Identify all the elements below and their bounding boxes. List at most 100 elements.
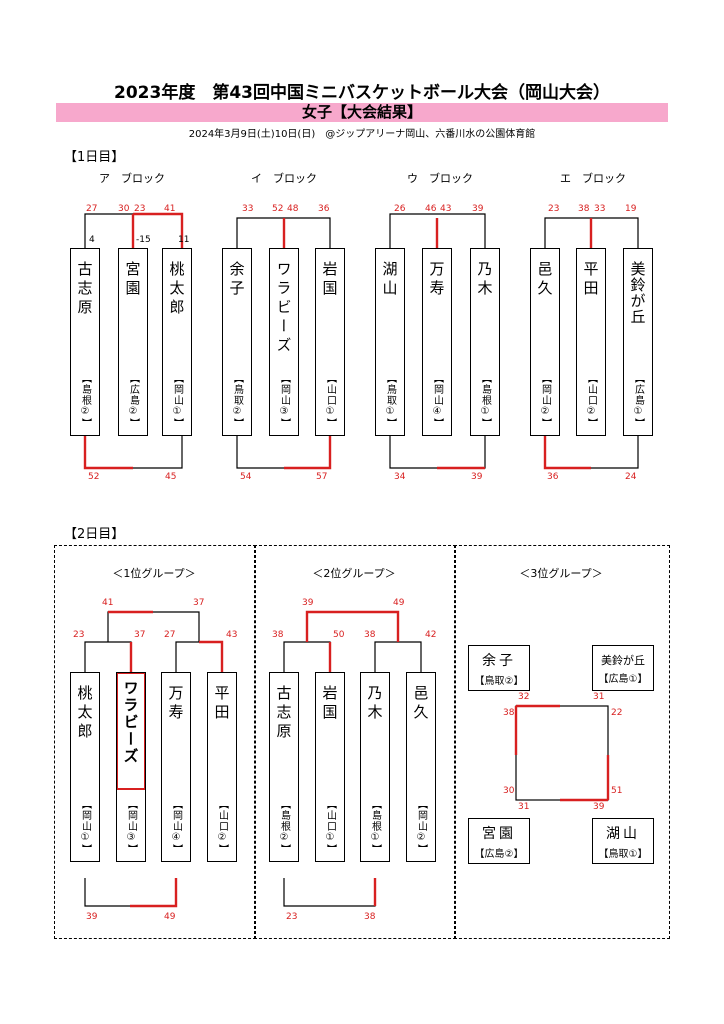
team-name: 乃木 [475, 261, 494, 299]
team-box: 邑久 【岡山②】 [406, 672, 436, 862]
score: 30 [503, 786, 515, 796]
score: 23 [134, 204, 146, 214]
day1-label: 【1日目】 [64, 150, 125, 165]
team-pref: 【鳥取①】 [384, 373, 396, 429]
team-box: 岩国 【山口①】 [315, 672, 345, 862]
team-name: 桃太郎 [75, 685, 94, 742]
score: 45 [165, 472, 177, 482]
team-name: 邑久 [411, 685, 430, 723]
score: 39 [86, 912, 98, 922]
team-pref: 【島根①】 [369, 799, 381, 855]
team-name: 古志原 [75, 261, 94, 318]
team-pref: 【山口①】 [324, 373, 336, 429]
subtitle-band: 女子【大会結果】 [56, 103, 668, 122]
team-box: 古志原 【島根②】 [269, 672, 299, 862]
score: 36 [547, 472, 559, 482]
team-box: 宮園 【広島②】 [468, 818, 530, 864]
team-pref: 【広島②】 [474, 849, 524, 860]
team-name: 宮園 [482, 826, 516, 842]
team-pref: 【岡山②】 [539, 373, 551, 429]
score: 39 [302, 598, 314, 608]
block-a-name: ア ブロック [99, 172, 165, 185]
score: 26 [394, 204, 406, 214]
team-pref: 【岡山③】 [125, 799, 137, 855]
team-pref: 【鳥取②】 [474, 676, 524, 687]
team-name: 湖山 [380, 261, 399, 299]
team-box: 湖山 【鳥取①】 [592, 818, 654, 864]
score: 37 [134, 630, 146, 640]
team-pref: 【岡山④】 [431, 373, 443, 429]
team-name: 万寿 [427, 261, 446, 299]
score: 27 [164, 630, 176, 640]
team-pref: 【山口②】 [216, 799, 228, 855]
team-box: 万寿 【岡山④】 [161, 672, 191, 862]
score: 27 [86, 204, 98, 214]
team-pref: 【鳥取②】 [231, 373, 243, 429]
score: 31 [593, 692, 605, 702]
block-i-name: イ ブロック [251, 172, 317, 185]
team-name: 湖山 [606, 826, 640, 842]
score: 22 [611, 708, 623, 718]
score: 52 [88, 472, 100, 482]
team-pref: 【島根①】 [479, 373, 491, 429]
team-pref: 【広島②】 [127, 373, 139, 429]
team-pref: 【広島①】 [598, 674, 648, 685]
team-name: 平田 [212, 685, 231, 723]
goal-diff: 4 [89, 235, 95, 245]
team-box: 美鈴が丘 【広島①】 [592, 645, 654, 691]
score: 31 [518, 802, 530, 812]
team-pref: 【広島①】 [632, 373, 644, 429]
team-name: 平田 [581, 261, 600, 299]
team-name: 邑久 [535, 261, 554, 299]
day2-label: 【2日目】 [64, 527, 125, 542]
score: 52 [272, 204, 284, 214]
team-name: ワラビーズ [121, 680, 140, 765]
team-box: 余子 【鳥取②】 [468, 645, 530, 691]
score: 39 [471, 472, 483, 482]
score: 41 [102, 598, 114, 608]
team-pref: 【岡山③】 [278, 373, 290, 429]
score: 33 [242, 204, 254, 214]
score: 43 [226, 630, 238, 640]
score: 49 [393, 598, 405, 608]
team-box: 平田 【山口②】 [207, 672, 237, 862]
score: 50 [333, 630, 345, 640]
group1-box [54, 545, 256, 939]
score: 23 [286, 912, 298, 922]
team-name: 桃太郎 [167, 261, 186, 318]
team-pref: 【山口①】 [324, 799, 336, 855]
team-box: 湖山 【鳥取①】 [375, 248, 405, 436]
team-name: 古志原 [274, 685, 293, 742]
score: 57 [316, 472, 328, 482]
team-box: ワラビーズ 【岡山③】 [269, 248, 299, 436]
group2-box [254, 545, 456, 939]
team-box: 宮園 【広島②】 [118, 248, 148, 436]
team-box: 古志原 【島根②】 [70, 248, 100, 436]
team-name: 乃木 [365, 685, 384, 723]
team-name: 万寿 [166, 685, 185, 723]
score: 23 [73, 630, 85, 640]
score: 30 [118, 204, 130, 214]
score: 48 [287, 204, 299, 214]
goal-diff: -15 [136, 235, 151, 245]
score: 41 [164, 204, 176, 214]
team-pref: 【岡山①】 [171, 373, 183, 429]
score: 39 [472, 204, 484, 214]
champion-team-box: ワラビーズ [116, 672, 146, 790]
team-box: 【岡山③】 [116, 672, 146, 862]
score: 32 [518, 692, 530, 702]
team-box: 乃木 【島根①】 [360, 672, 390, 862]
goal-diff: 11 [178, 235, 190, 245]
score: 38 [578, 204, 590, 214]
team-name: 岩国 [320, 261, 339, 299]
team-pref: 【山口②】 [585, 373, 597, 429]
score: 39 [593, 802, 605, 812]
score: 51 [611, 786, 623, 796]
score: 36 [318, 204, 330, 214]
team-box: 邑久 【岡山②】 [530, 248, 560, 436]
score: 49 [164, 912, 176, 922]
block-e-name: エ ブロック [560, 172, 626, 185]
score: 33 [594, 204, 606, 214]
block-u-name: ウ ブロック [407, 172, 473, 185]
